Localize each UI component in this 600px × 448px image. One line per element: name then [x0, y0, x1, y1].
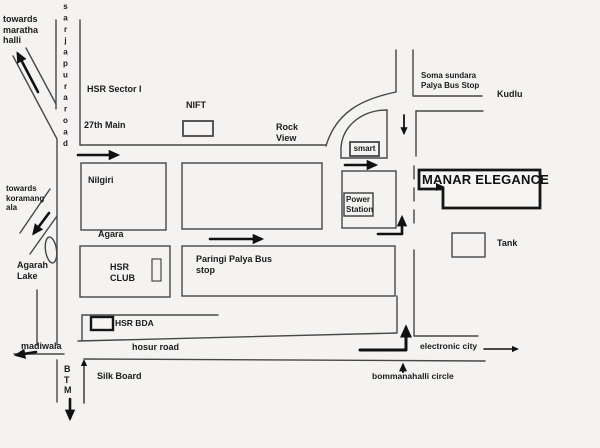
- label-tank: Tank: [497, 238, 518, 248]
- arrow-koramangala-icon: [32, 211, 51, 236]
- hosur-road-top-edge: [77, 332, 398, 342]
- block-hsr-bda-outline: [81, 314, 219, 342]
- block-smart-outline: [340, 109, 388, 159]
- koramangala-road-edge-1: [19, 188, 51, 234]
- label-towards-marathahalli: towards maratha halli: [3, 14, 39, 45]
- smart-box: [349, 141, 380, 157]
- label-btm: B T M: [64, 364, 72, 395]
- road-curve-outer: [325, 91, 397, 147]
- label-soma-sundara-bus-stop: Soma sundara Palya Bus Stop: [421, 71, 480, 90]
- label-manar-elegance: MANAR ELEGANCE: [422, 172, 550, 187]
- label-hosur-road: hosur road: [132, 342, 180, 352]
- block-center: [181, 162, 323, 230]
- label-madiwala: madiwala: [21, 341, 62, 351]
- marathahalli-road-edge-1: [12, 55, 58, 140]
- label-hsr-club: HSR CLUB: [110, 262, 135, 283]
- arrow-marathahalli-icon: [16, 51, 40, 94]
- label-smart: smart: [353, 144, 376, 154]
- arrow-hosur-north-icon: [358, 324, 412, 352]
- manar-entry-arrow-icon: [436, 183, 445, 191]
- arrow-madiwala-west-icon: [13, 348, 38, 359]
- label-hsr-sector: HSR Sector I: [87, 84, 142, 94]
- hosur-road-bottom-edge: [83, 358, 486, 362]
- block-paringi-palya: [181, 245, 396, 297]
- agarah-lake-shape: [44, 236, 58, 264]
- label-agara: Agara: [98, 229, 124, 239]
- block-hsr-club: [79, 245, 171, 298]
- label-agarah-lake: Agarah Lake: [17, 260, 49, 281]
- label-nilgiri: Nilgiri: [88, 175, 114, 185]
- marathahalli-road-edge-2: [25, 47, 57, 105]
- power-station-box: [343, 192, 374, 217]
- road-right-edge-lower: [413, 249, 479, 337]
- label-electronic-city: electronic city: [420, 341, 478, 351]
- label-silk-board: Silk Board: [97, 371, 142, 381]
- arrow-north-to-manar-icon: [376, 214, 408, 236]
- block-power-station: [341, 170, 397, 229]
- koramangala-road-edge-2: [29, 215, 58, 255]
- label-sarjapura-road: sarjapuraroad: [61, 2, 70, 151]
- label-27th-main: 27th Main: [84, 120, 126, 130]
- label-hsr-bda: HSR BDA: [115, 318, 154, 328]
- nift-box: [182, 120, 214, 137]
- label-kudlu: Kudlu: [497, 89, 523, 99]
- hsr-club-inner-mark: [151, 258, 162, 282]
- manar-elegance-box: [417, 168, 542, 210]
- label-nift: NIFT: [186, 100, 206, 110]
- label-rock-view: Rock View: [276, 122, 299, 143]
- block-nilgiri: [80, 162, 167, 231]
- label-bommanahalli-circle: bommanahalli circle: [372, 371, 454, 381]
- label-power-station: Power Station: [346, 195, 374, 214]
- label-towards-koramangala: towards koramang ala: [6, 184, 45, 212]
- label-paringi-palya-bus-stop: Paringi Palya Bus stop: [196, 254, 273, 275]
- tank-box: [451, 232, 486, 258]
